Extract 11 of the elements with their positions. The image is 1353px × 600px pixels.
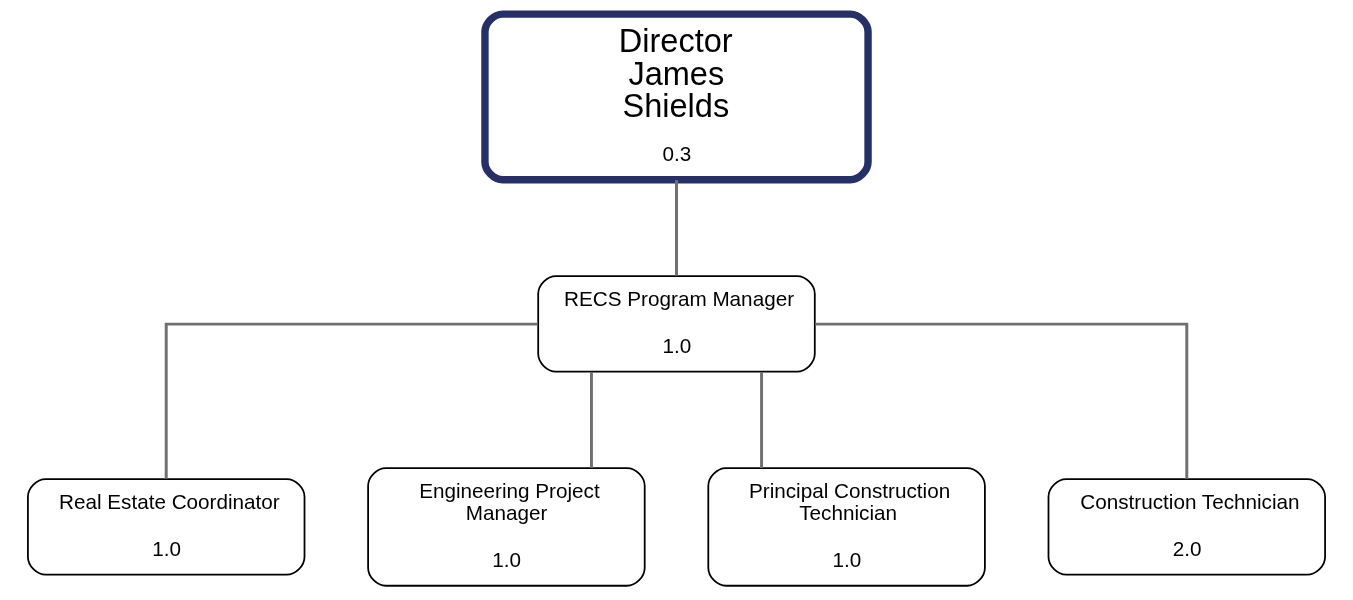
connector <box>589 371 593 468</box>
connector <box>815 322 1189 479</box>
node-box: Director James Shields 0.3 <box>481 10 872 184</box>
node-box: Principal Construction Technician 1.0 <box>707 467 986 587</box>
node-box: RECS Program Manager 1.0 <box>537 275 816 373</box>
connector <box>675 180 678 276</box>
node-box: Real Estate Coordinator 1.0 <box>27 478 306 576</box>
connector <box>164 322 538 479</box>
node-box: Construction Technician 2.0 <box>1047 478 1326 576</box>
connector <box>760 371 764 468</box>
node-box: Engineering Project Manager 1.0 <box>367 467 646 587</box>
